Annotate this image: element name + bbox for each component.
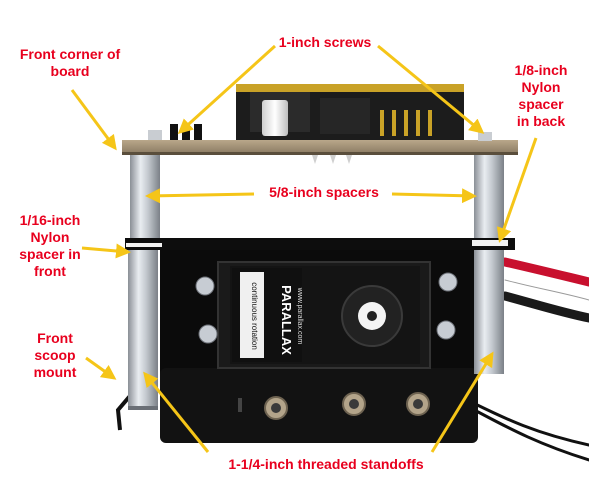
- callout-arrows: [70, 44, 538, 453]
- label-screws: 1-inch screws: [278, 34, 372, 50]
- label-front-corner: Front corner of board: [19, 46, 121, 79]
- nylon-spacer-back: [472, 240, 508, 246]
- circuit-board: [122, 84, 518, 164]
- upper-spacers: [130, 155, 504, 243]
- label-nylon-back: 1/8-inch Nylon spacer in back: [514, 62, 568, 129]
- label-scoop-mount: Front scoop mount: [33, 330, 77, 380]
- label-spacers: 5/8-inch spacers: [269, 184, 379, 200]
- servo-type: continuous rotation: [250, 282, 259, 350]
- servo-bracket: [160, 250, 478, 443]
- screw-heads: [148, 130, 492, 141]
- servo-url: www.parallax.com: [296, 287, 303, 345]
- label-standoffs: 1-1/4-inch threaded standoffs: [228, 456, 424, 472]
- servo-brand: PARALLAX: [279, 285, 294, 355]
- nylon-spacer-front: [126, 243, 162, 247]
- bracket-screws: [195, 272, 458, 344]
- label-nylon-front: 1/16-inch Nylon spacer in front: [19, 212, 81, 279]
- capacitor: [262, 100, 288, 136]
- header-pins: [380, 110, 432, 136]
- hex-nuts: [238, 392, 430, 420]
- chassis-plate: [125, 238, 515, 250]
